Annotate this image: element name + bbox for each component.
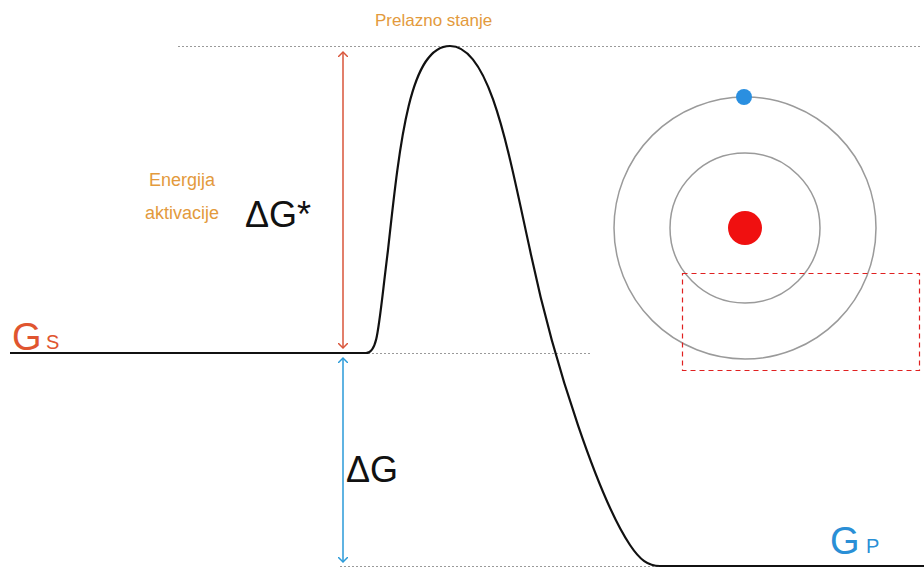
substrate-subscript: S bbox=[46, 332, 59, 352]
activation-symbol: ΔG* bbox=[245, 197, 311, 233]
energy-curve bbox=[10, 46, 924, 566]
activation-energy-label: Energija aktivacije bbox=[124, 164, 240, 231]
delta-g-symbol: ΔG bbox=[346, 452, 398, 488]
dashed-frame bbox=[683, 274, 920, 371]
transition-state-label: Prelazno stanje bbox=[375, 12, 492, 29]
substrate-symbol: G bbox=[12, 318, 42, 356]
product-symbol: G bbox=[830, 522, 860, 560]
atom-symbol bbox=[614, 89, 876, 359]
guide-lines bbox=[178, 47, 920, 567]
product-subscript: P bbox=[866, 536, 879, 556]
activation-arrow bbox=[342, 52, 344, 348]
delta-g-arrow bbox=[342, 358, 344, 562]
